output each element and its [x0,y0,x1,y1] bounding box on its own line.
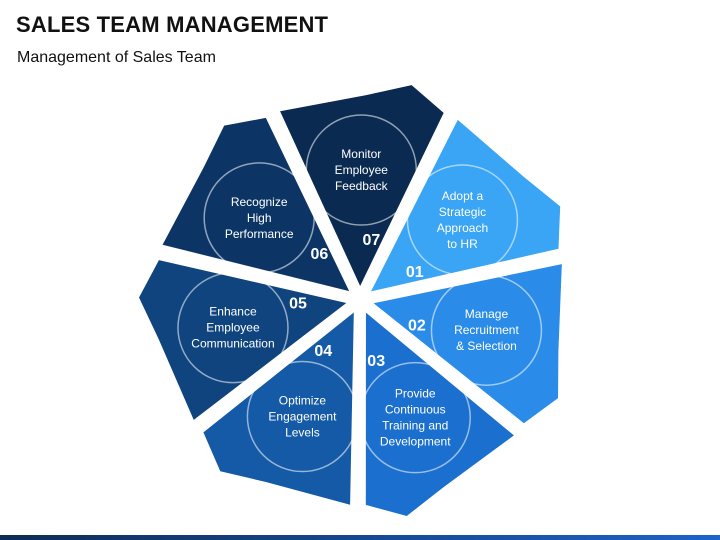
segment-number: 06 [311,246,329,263]
segment-number: 04 [314,343,332,360]
segment-label-line: Optimize [279,394,327,408]
segment-circle [203,162,315,274]
segment-label-line: Enhance [209,305,257,319]
segment-label-line: Engagement [268,410,337,424]
segment-label-line: & Selection [456,339,517,353]
segment-number: 07 [362,232,380,249]
segment-number: 05 [289,295,307,312]
page-subtitle: Management of Sales Team [17,49,216,66]
segment-label-line: Continuous [385,403,446,417]
page-title: SALES TEAM MANAGEMENT [16,12,329,37]
segment-label-line: High [247,211,272,225]
segment-label-line: Recruitment [454,323,519,337]
bottom-accent-bar [0,535,720,540]
segment-label-line: Strategic [439,205,486,219]
segment-wedge [203,312,354,505]
segment-label-line: Adopt a [442,189,484,203]
segment-label-line: Recognize [231,195,288,209]
segment-circle [430,274,543,386]
segment-wedge [139,260,347,420]
segment-label-line: Monitor [341,147,381,161]
segment-label-line: Levels [285,426,320,440]
segment-label-line: to HR [447,237,478,251]
segment-circle [359,361,471,474]
segment-label-line: Employee [335,163,389,177]
segment-label-line: Development [380,435,451,449]
segment-label-line: Manage [465,307,509,321]
segment-label-line: Training and [382,419,448,433]
segment-circle [246,360,359,473]
segment-label-line: Employee [206,321,260,335]
segment-wedge [371,119,561,292]
segment-circle [305,114,418,226]
segment-wedge [162,117,350,292]
segment-label-line: Provide [395,387,436,401]
segment-wedge [373,264,562,424]
segment-label-line: Communication [191,337,274,351]
segment-wedge [280,85,444,287]
segment-number: 01 [406,264,424,281]
segment-number: 03 [367,353,385,370]
segment-circle [406,164,519,276]
segment-label-line: Approach [437,221,488,235]
segment-label-line: Performance [225,227,294,241]
segment-number: 02 [408,318,426,335]
segment-circle [177,271,289,384]
segment-label-line: Feedback [335,179,389,193]
